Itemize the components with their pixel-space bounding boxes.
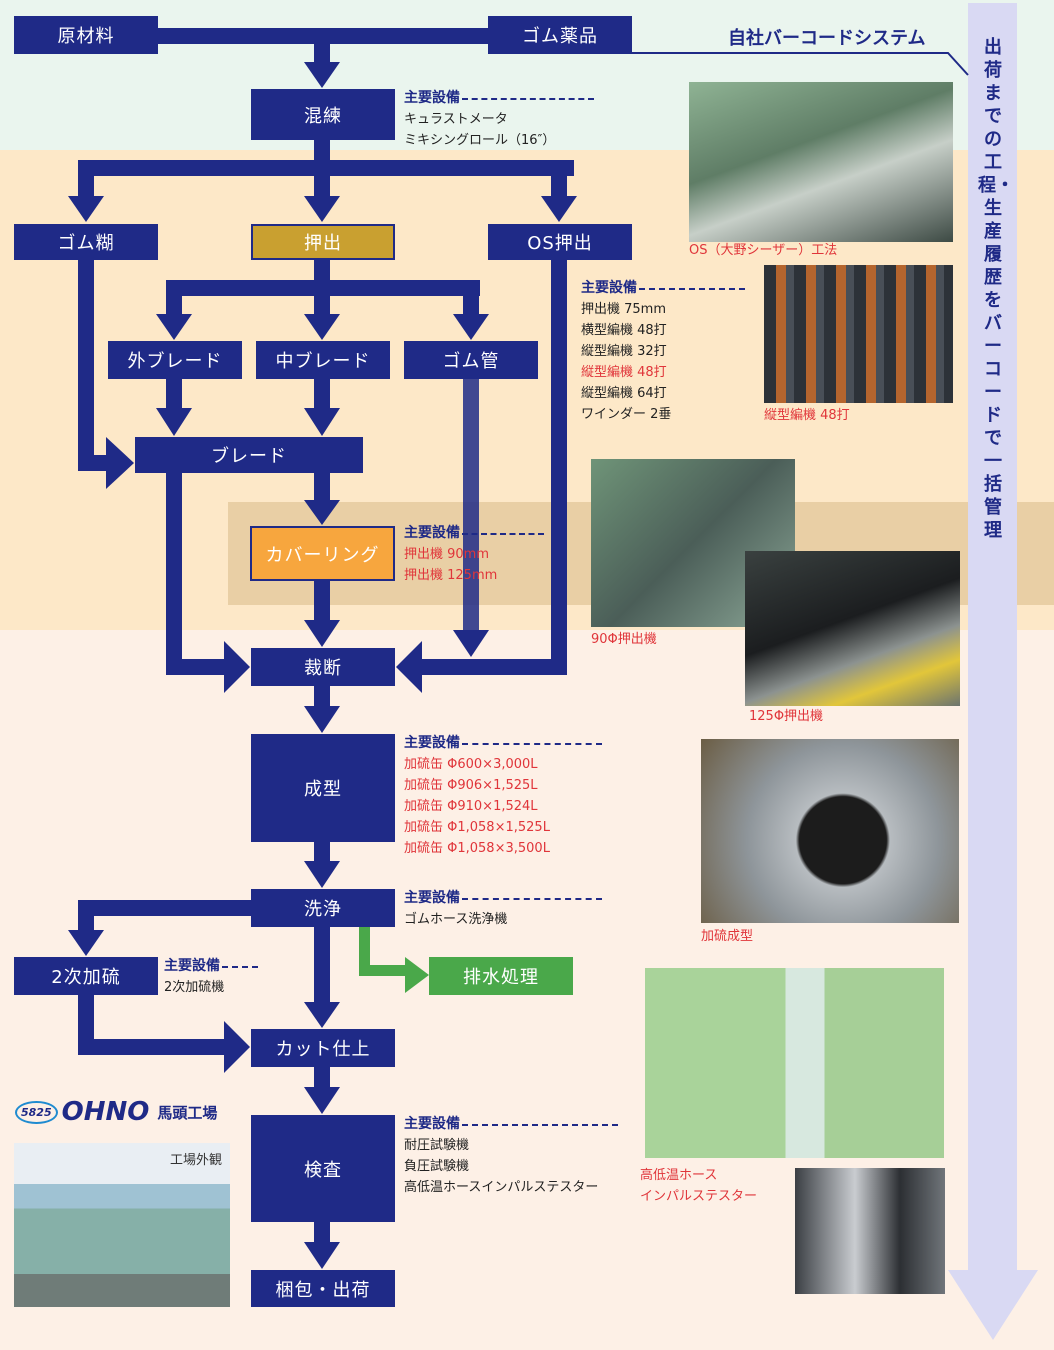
- photo-impulse-tester: [645, 968, 944, 1158]
- equipment-heading: 主要設備: [164, 958, 220, 974]
- side-arrow-head: [948, 1270, 1038, 1340]
- caption-vulcanizer: 加硫成型: [701, 929, 754, 944]
- equipment-item: 加硫缶 Φ1,058×3,500L: [404, 841, 550, 856]
- process-molding: 成型: [251, 734, 395, 842]
- process-inspection: 検査: [251, 1115, 395, 1222]
- caption-extruder-90: 90Φ押出機: [591, 632, 657, 647]
- equipment-item: ミキシングロール（16″）: [404, 133, 556, 148]
- process-middle-braid: 中ブレード: [256, 341, 390, 379]
- barcode-system-label: 自社バーコードシステム: [728, 28, 926, 49]
- process-kneading: 混練: [251, 89, 395, 140]
- photo-braider: [764, 265, 953, 403]
- process-rubber-chemicals: ゴム薬品: [488, 16, 632, 54]
- equipment-item: 押出機 90mm: [404, 547, 490, 562]
- side-label: 出荷までの工程・生産履歴をバーコードで一括管理: [978, 37, 1014, 541]
- caption-line: 高低温ホース: [640, 1168, 718, 1183]
- caption-extruder-125: 125Φ押出機: [749, 709, 824, 724]
- equipment-item: 耐圧試験機: [404, 1138, 470, 1153]
- equipment-item: 縦型編機 64打: [581, 386, 667, 401]
- process-raw-material: 原材料: [14, 16, 158, 54]
- equipment-item: 縦型編機 32打: [581, 344, 667, 359]
- photo-os-method: [689, 82, 953, 242]
- equipment-item: ゴムホース洗浄機: [404, 912, 508, 927]
- equipment-item: ワインダー 2垂: [581, 407, 672, 422]
- logo-number: 5825: [15, 1100, 58, 1124]
- process-packing-shipping: 梱包・出荷: [251, 1270, 395, 1307]
- equipment-heading: 主要設備: [404, 525, 460, 541]
- process-braid: ブレード: [135, 437, 363, 473]
- equipment-heading: 主要設備: [404, 735, 460, 751]
- process-rubber-glue: ゴム糊: [14, 224, 158, 260]
- process-washing: 洗浄: [251, 889, 395, 927]
- equipment-molding: 主要設備 加硫缶 Φ600×3,000L 加硫缶 Φ906×1,525L 加硫缶…: [404, 733, 602, 859]
- plant-name: 馬頭工場: [157, 1103, 218, 1122]
- equipment-item: 加硫缶 Φ600×3,000L: [404, 757, 538, 772]
- caption-line: インパルステスター: [640, 1189, 758, 1204]
- equipment-heading: 主要設備: [404, 90, 460, 106]
- equipment-os: 主要設備 押出機 75mm 横型編機 48打 縦型編機 32打 縦型編機 48打…: [581, 278, 745, 425]
- process-os-extrusion: OS押出: [488, 224, 632, 260]
- process-cut-finish: カット仕上: [251, 1029, 395, 1067]
- equipment-heading: 主要設備: [404, 1116, 460, 1132]
- equipment-heading: 主要設備: [404, 890, 460, 906]
- equipment-item: 押出機 75mm: [581, 302, 667, 317]
- equipment-item: 加硫缶 Φ910×1,524L: [404, 799, 538, 814]
- caption-impulse-tester: 高低温ホース インパルステスター: [640, 1165, 757, 1207]
- photo-tester-detail: [795, 1168, 945, 1294]
- process-drainage: 排水処理: [429, 957, 573, 995]
- caption-braider: 縦型編機 48打: [764, 408, 850, 423]
- process-rubber-tube: ゴム管: [404, 341, 538, 379]
- logo-name: OHNO: [61, 1097, 150, 1127]
- equipment-heading: 主要設備: [581, 280, 637, 296]
- equipment-kneading: 主要設備 キュラストメータ ミキシングロール（16″）: [404, 88, 594, 151]
- equipment-item: キュラストメータ: [404, 112, 508, 127]
- process-extrusion: 押出: [251, 224, 395, 260]
- equipment-covering: 主要設備 押出機 90mm 押出機 125mm: [404, 523, 544, 586]
- company-logo: 5825 OHNO 馬頭工場: [15, 1097, 217, 1127]
- equipment-item: 押出機 125mm: [404, 568, 498, 583]
- process-outer-braid: 外ブレード: [108, 341, 242, 379]
- equipment-item: 加硫缶 Φ906×1,525L: [404, 778, 538, 793]
- equipment-secondary: 主要設備 2次加硫機: [164, 956, 258, 998]
- equipment-item: 横型編機 48打: [581, 323, 667, 338]
- equipment-item: 負圧試験機: [404, 1159, 470, 1174]
- equipment-item: 2次加硫機: [164, 980, 225, 995]
- process-covering: カバーリング: [250, 526, 395, 581]
- equipment-item: 高低温ホースインパルステスター: [404, 1180, 599, 1195]
- photo-vulcanizer: [701, 739, 959, 923]
- equipment-item: 縦型編機 48打: [581, 365, 667, 380]
- photo-factory-exterior: 工場外観: [14, 1143, 230, 1307]
- caption-os-method: OS（大野シーザー）工法: [689, 243, 838, 258]
- process-cutting: 裁断: [251, 648, 395, 686]
- equipment-washing: 主要設備 ゴムホース洗浄機: [404, 888, 602, 930]
- photo-extruder-125: [745, 551, 960, 706]
- caption-factory: 工場外観: [169, 1153, 222, 1168]
- side-arrow-shaft: [968, 3, 1017, 1271]
- equipment-inspection: 主要設備 耐圧試験機 負圧試験機 高低温ホースインパルステスター: [404, 1114, 618, 1198]
- equipment-item: 加硫缶 Φ1,058×1,525L: [404, 820, 550, 835]
- process-secondary-vulcanization: 2次加硫: [14, 957, 158, 995]
